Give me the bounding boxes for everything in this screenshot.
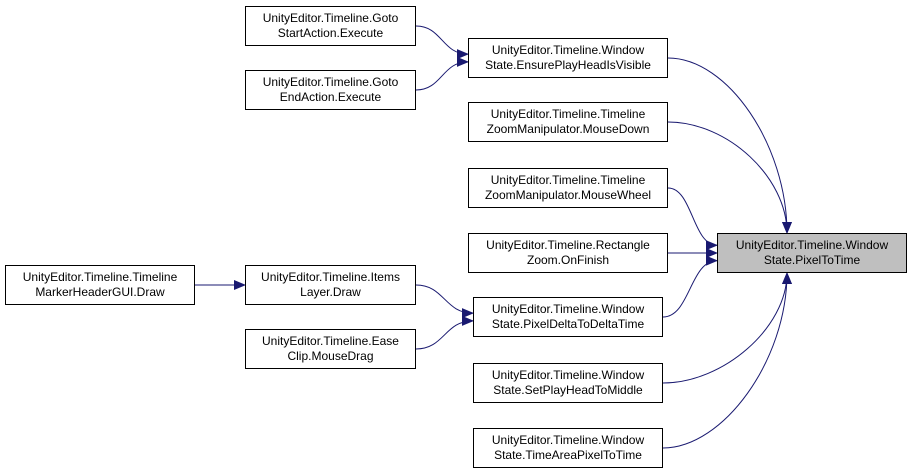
node-label-line1: UnityEditor.Timeline.Items	[261, 270, 400, 284]
node-label-line1: UnityEditor.Timeline.Window	[735, 238, 889, 252]
edge-ensure_playhead-to-target	[667, 57, 792, 234]
node-label-line2: MarkerHeaderGUI.Draw	[35, 285, 165, 299]
node-marker-header-gui-draw[interactable]: UnityEditor.Timeline.Timeline MarkerHead…	[5, 265, 195, 305]
node-label-line1: UnityEditor.Timeline.Window	[491, 302, 645, 316]
node-label-line1: UnityEditor.Timeline.Window	[491, 433, 645, 447]
edge-pixel_delta-to-target	[662, 255, 718, 318]
node-label-line2: EndAction.Execute	[279, 90, 382, 104]
node-zoom-manipulator-mouse-down[interactable]: UnityEditor.Timeline.Timeline ZoomManipu…	[468, 102, 668, 142]
node-ease-clip-mouse-drag[interactable]: UnityEditor.Timeline.Ease Clip.MouseDrag	[245, 329, 416, 369]
node-label-line2: ZoomManipulator.MouseWheel	[484, 188, 652, 202]
node-label-line1: UnityEditor.Timeline.Timeline	[490, 173, 646, 187]
node-label-line1: UnityEditor.Timeline.Window	[491, 43, 645, 57]
node-goto-end-action-execute[interactable]: UnityEditor.Timeline.Goto EndAction.Exec…	[245, 70, 416, 110]
node-time-area-pixel-to-time[interactable]: UnityEditor.Timeline.Window State.TimeAr…	[473, 428, 663, 468]
edge-ease_clip-to-pixel_delta	[415, 315, 474, 350]
edge-time_area-to-target	[662, 272, 792, 449]
edge-items_layer-to-pixel_delta	[415, 284, 474, 319]
node-label-line1: UnityEditor.Timeline.Timeline	[490, 107, 646, 121]
edge-playhead_middle-to-target	[662, 272, 792, 384]
node-label-line1: UnityEditor.Timeline.Rectangle	[486, 238, 650, 252]
edge-goto_end-to-ensure_playhead	[415, 56, 469, 91]
edge-goto_start-to-ensure_playhead	[415, 25, 469, 60]
node-label-line2: State.EnsurePlayHeadIsVisible	[485, 58, 651, 72]
node-zoom-manipulator-mouse-wheel[interactable]: UnityEditor.Timeline.Timeline ZoomManipu…	[468, 168, 668, 208]
node-label-line2: StartAction.Execute	[277, 26, 384, 40]
node-label-line1: UnityEditor.Timeline.Ease	[262, 334, 399, 348]
node-label-line1: UnityEditor.Timeline.Timeline	[22, 270, 178, 284]
node-label-line1: UnityEditor.Timeline.Window	[491, 368, 645, 382]
node-label-line2: ZoomManipulator.MouseDown	[486, 122, 650, 136]
node-label-line1: UnityEditor.Timeline.Goto	[262, 11, 399, 25]
node-label-line2: State.PixelToTime	[763, 253, 861, 267]
node-label-line2: Zoom.OnFinish	[526, 253, 610, 267]
node-goto-start-action-execute[interactable]: UnityEditor.Timeline.Goto StartAction.Ex…	[245, 6, 416, 46]
node-label-line2: State.TimeAreaPixelToTime	[494, 448, 642, 462]
node-label-line2: State.PixelDeltaToDeltaTime	[491, 317, 645, 331]
node-label-line2: Layer.Draw	[300, 285, 361, 299]
node-set-play-head-to-middle[interactable]: UnityEditor.Timeline.Window State.SetPla…	[473, 363, 663, 403]
node-rectangle-zoom-on-finish[interactable]: UnityEditor.Timeline.Rectangle Zoom.OnFi…	[468, 233, 668, 273]
node-window-state-pixel-to-time: UnityEditor.Timeline.Window State.PixelT…	[717, 233, 907, 273]
node-ensure-play-head-is-visible[interactable]: UnityEditor.Timeline.Window State.Ensure…	[468, 38, 668, 78]
node-label-line1: UnityEditor.Timeline.Goto	[262, 75, 399, 89]
edge-zoom_wheel-to-target	[667, 187, 718, 251]
node-label-line2: Clip.MouseDrag	[287, 349, 374, 363]
node-items-layer-draw[interactable]: UnityEditor.Timeline.Items Layer.Draw	[245, 265, 416, 305]
node-label-line2: State.SetPlayHeadToMiddle	[493, 383, 643, 397]
node-pixel-delta-to-delta-time[interactable]: UnityEditor.Timeline.Window State.PixelD…	[473, 297, 663, 337]
edge-zoom_down-to-target	[667, 121, 792, 234]
